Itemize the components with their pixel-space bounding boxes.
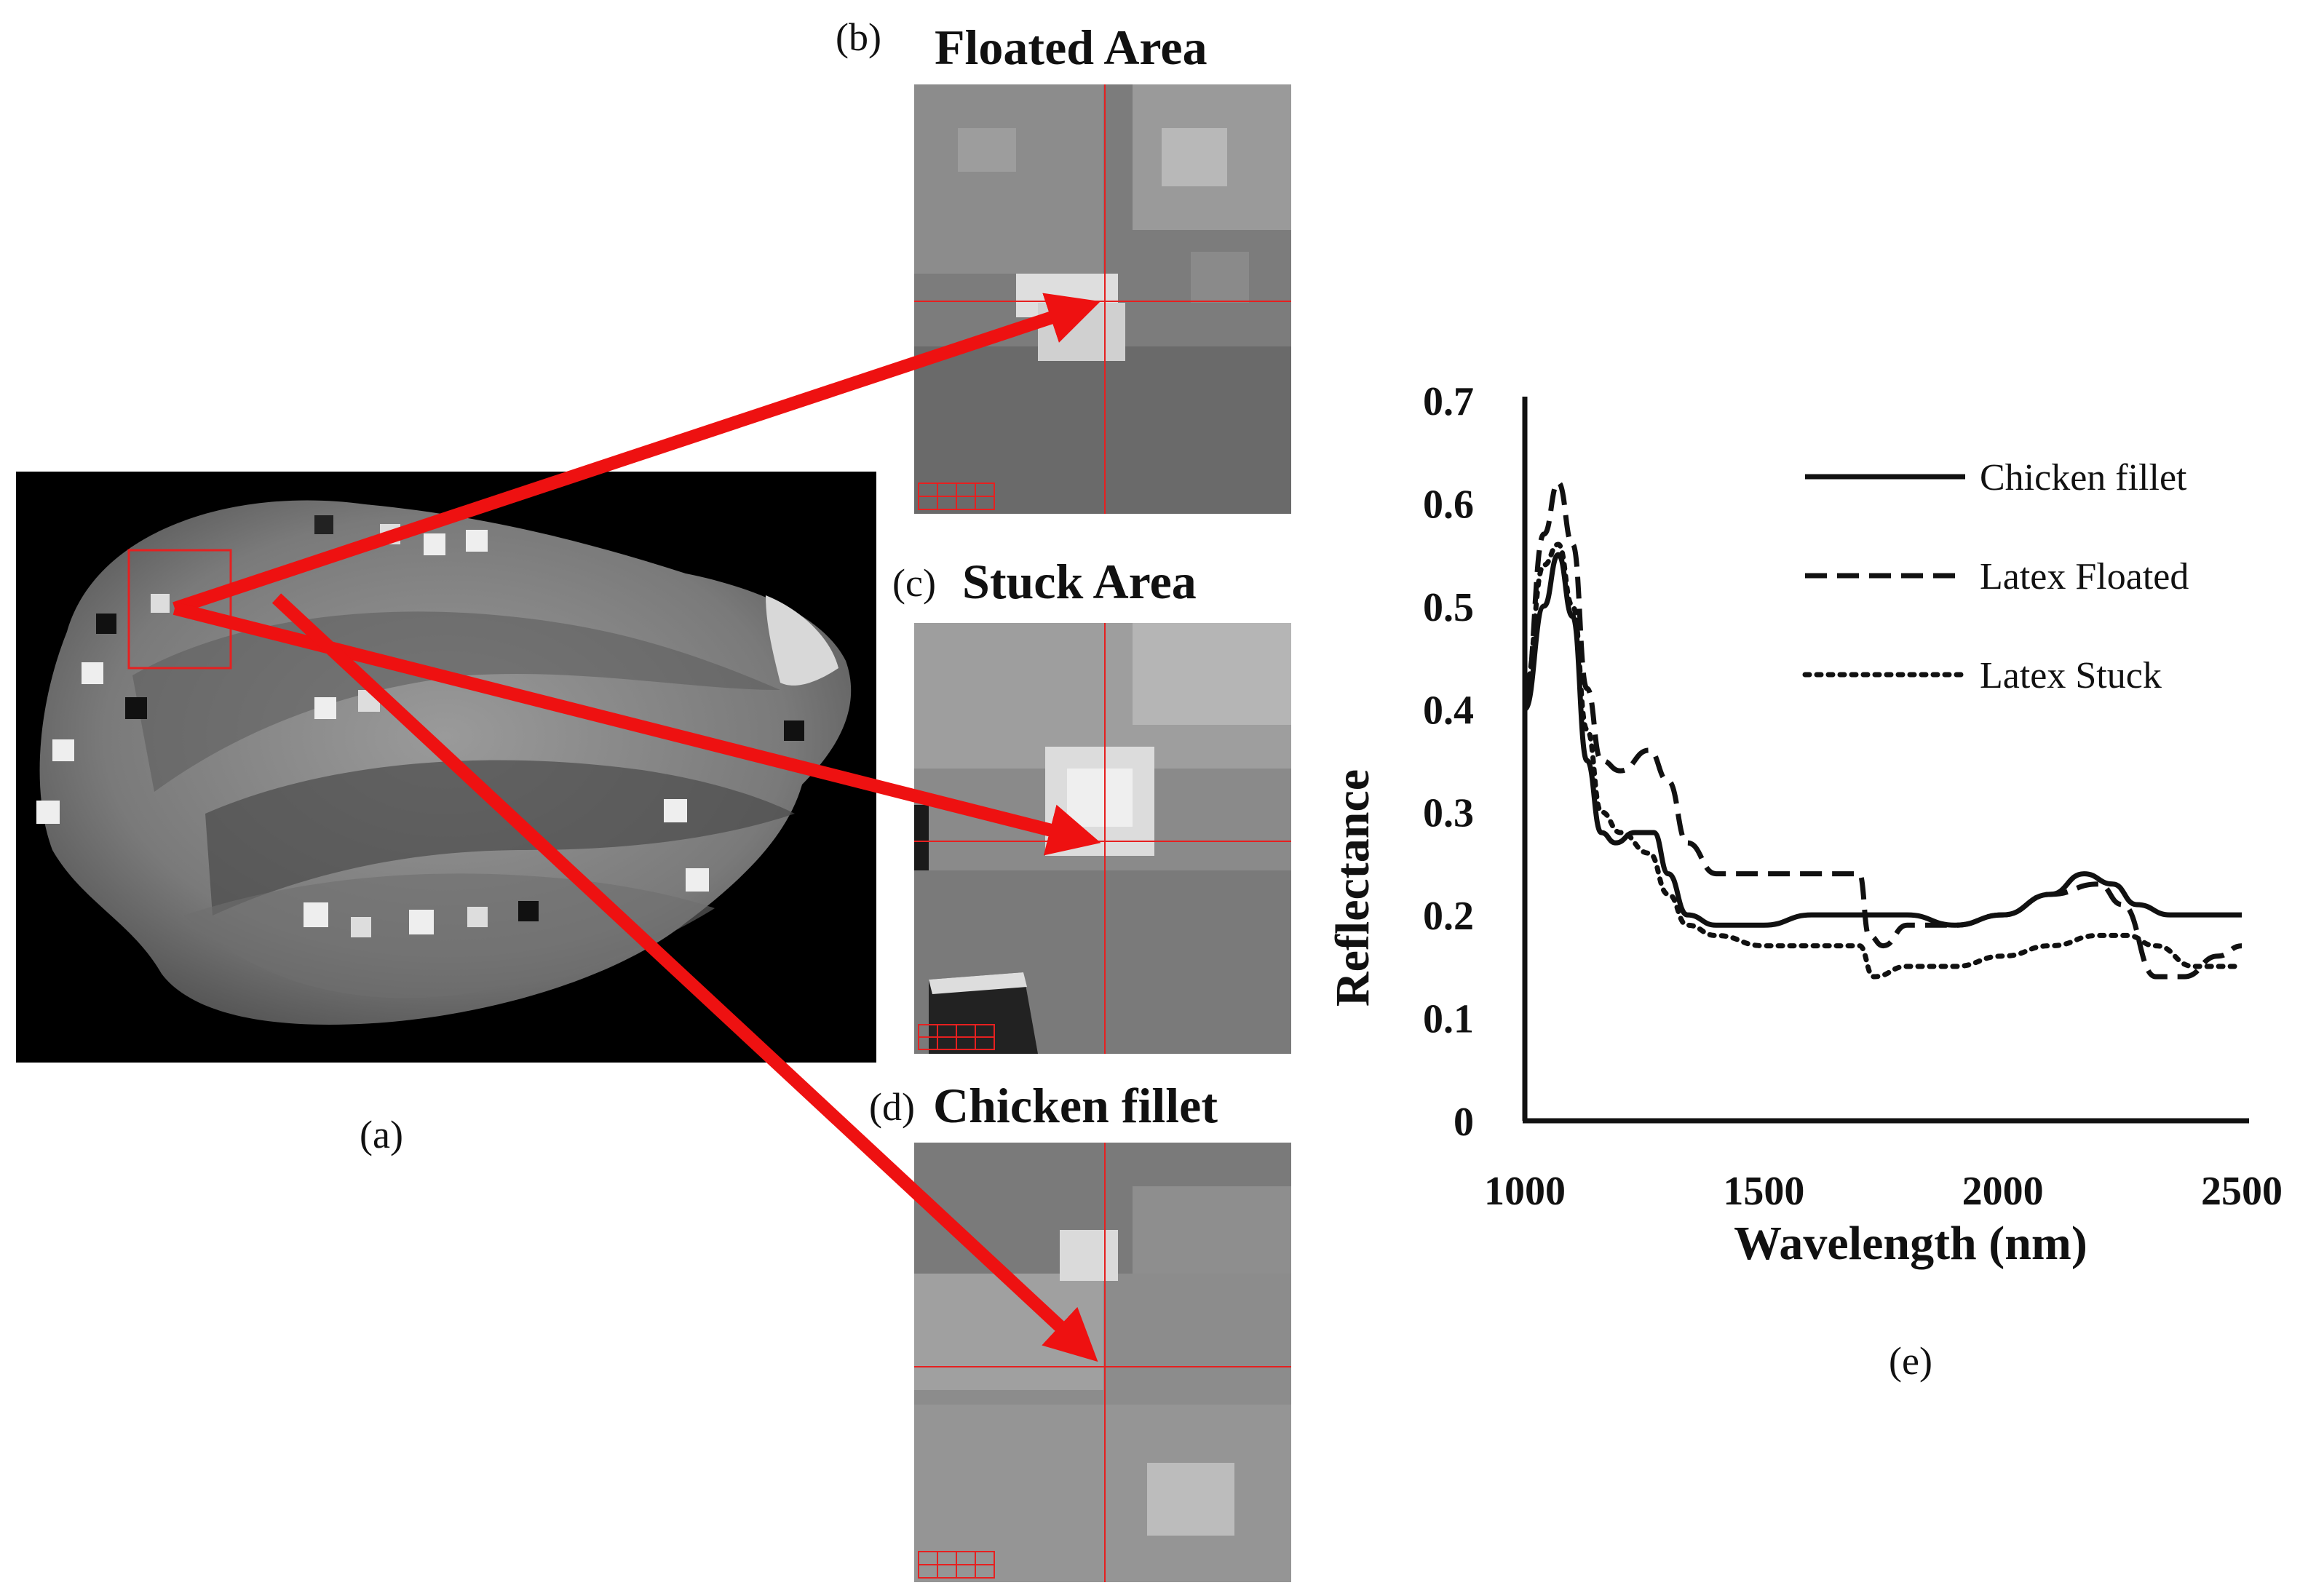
panel-label-b: (b) (836, 15, 881, 59)
y-axis-title: Reflectance (1326, 769, 1379, 1007)
chicken-fillet-zoom (914, 1143, 1291, 1582)
legend-label: Chicken fillet (1980, 457, 2187, 499)
series-line-latex-floated (1522, 480, 2242, 980)
series-line-latex-stuck (1522, 541, 2245, 980)
y-tick-label: 0.1 (1423, 997, 1474, 1042)
arrow-to-fillet (271, 593, 1098, 1362)
arrow-to-stuck (172, 602, 1101, 856)
x-ticks: 1000 1500 2000 2500 (1484, 1169, 2283, 1214)
y-tick-label: 0 (1454, 1100, 1474, 1145)
y-tick-label: 0.2 (1423, 894, 1474, 939)
panel-label-d: (d) (869, 1085, 915, 1129)
legend-label: Latex Floated (1980, 556, 2189, 597)
x-tick-label: 2500 (2201, 1169, 2283, 1214)
y-ticks: 0 0.1 0.2 0.3 0.4 0.5 0.6 0.7 (1423, 379, 1474, 1145)
arrow-to-floated (172, 293, 1101, 615)
floated-area-zoom (914, 84, 1291, 514)
chicken-fillet-title: Chicken fillet (933, 1078, 1218, 1133)
panel-label-c: (c) (892, 561, 936, 605)
series-lines (1522, 480, 2245, 980)
x-tick-label: 2000 (1962, 1169, 2044, 1214)
floated-area-title: Floated Area (935, 20, 1208, 75)
legend-label: Latex Stuck (1980, 655, 2162, 696)
y-tick-label: 0.5 (1423, 585, 1474, 630)
panel-label-a: (a) (360, 1113, 403, 1156)
stuck-area-zoom (914, 623, 1291, 1054)
stuck-area-title: Stuck Area (962, 554, 1197, 609)
panel-label-e: (e) (1889, 1339, 1932, 1383)
series-line-chicken-fillet (1522, 552, 2242, 928)
x-tick-label: 1000 (1484, 1169, 1566, 1214)
y-tick-label: 0.3 (1423, 791, 1474, 836)
y-tick-label: 0.4 (1423, 688, 1474, 733)
x-tick-label: 1500 (1723, 1169, 1804, 1214)
y-tick-label: 0.6 (1423, 482, 1474, 527)
x-axis-title: Wavelength (nm) (1734, 1217, 2087, 1270)
y-tick-label: 0.7 (1423, 379, 1474, 424)
